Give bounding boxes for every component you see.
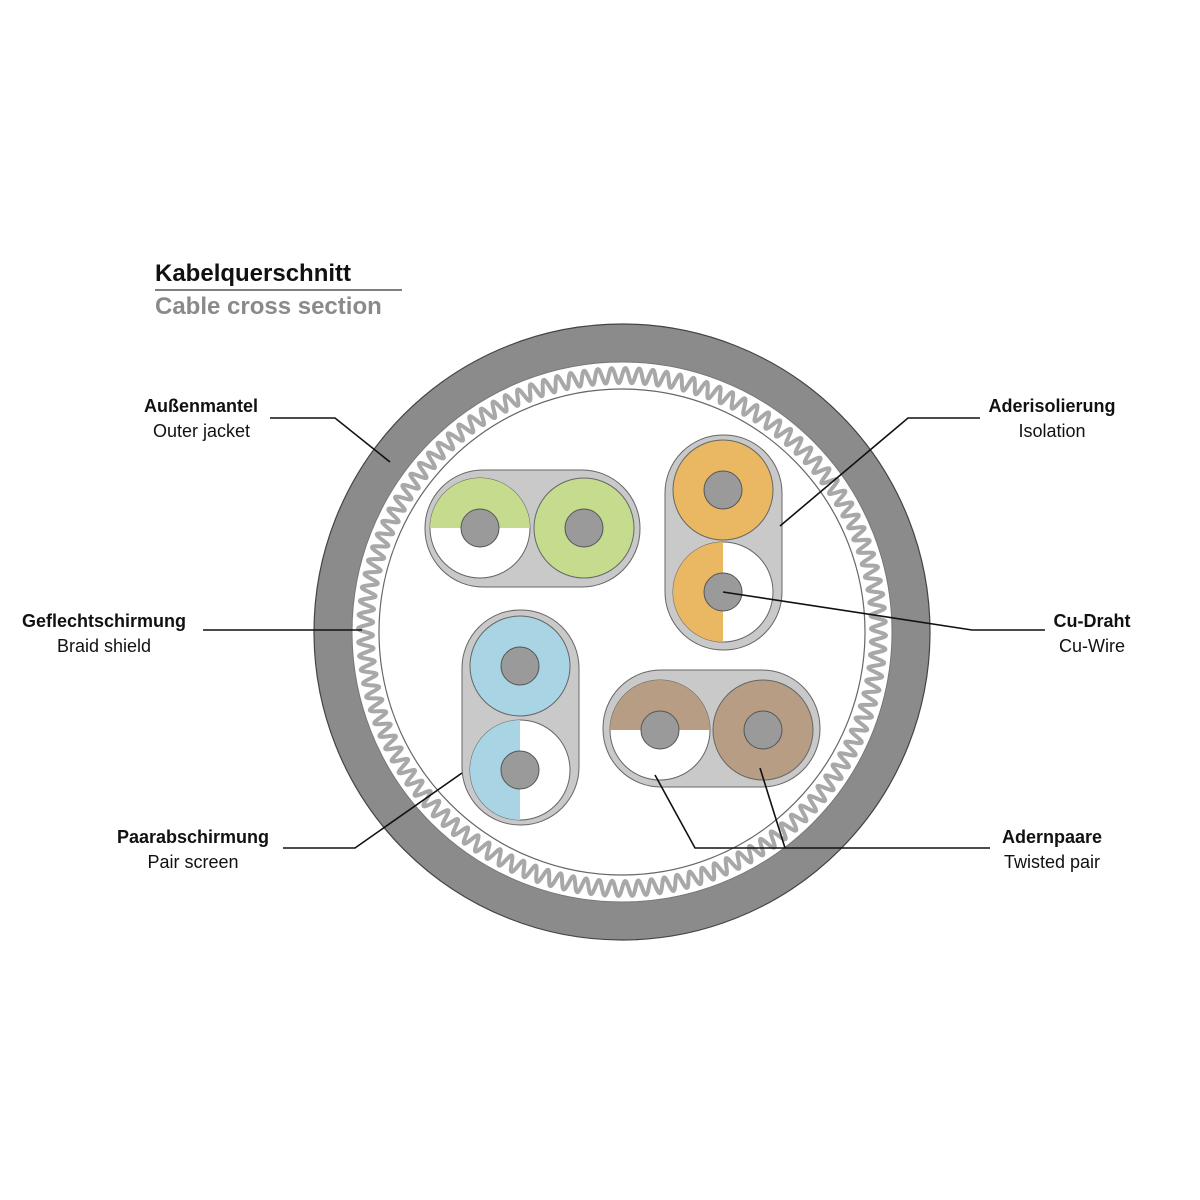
wire-brown-white [609, 679, 711, 781]
label-pair-screen: Paarabschirmung Pair screen [117, 827, 269, 872]
label-twisted-pair: Adernpaare Twisted pair [1002, 827, 1102, 872]
title-block: Kabelquerschnitt Cable cross section [155, 260, 402, 320]
label-braid-shield-de: Geflechtschirmung [22, 611, 186, 631]
wire-green [533, 477, 635, 579]
leader-twisted-pair-a [654, 774, 990, 849]
label-outer-jacket-en: Outer jacket [153, 421, 250, 441]
pair-brown [602, 669, 821, 788]
wire-blue-white [469, 719, 571, 821]
label-twisted-pair-en: Twisted pair [1004, 852, 1100, 872]
pair-green [424, 469, 641, 588]
wire-blue [469, 615, 571, 717]
cu-wire-conductor [500, 646, 540, 686]
stripe-blue [470, 720, 520, 820]
leader-cu-wire [722, 591, 1045, 631]
label-pair-screen-de: Paarabschirmung [117, 827, 269, 847]
stripe-green [430, 478, 530, 528]
label-pair-screen-en: Pair screen [147, 852, 238, 872]
label-twisted-pair-de: Adernpaare [1002, 827, 1102, 847]
label-braid-shield-en: Braid shield [57, 636, 151, 656]
pair-orange [664, 434, 783, 651]
label-outer-jacket: Außenmantel Outer jacket [144, 396, 258, 441]
cu-wire-conductor [743, 710, 783, 750]
leader-isolation [779, 417, 980, 527]
label-outer-jacket-de: Außenmantel [144, 396, 258, 416]
pair-blue [461, 609, 580, 826]
cu-wire-conductor [703, 470, 743, 510]
braid-shield [356, 366, 888, 898]
title-german: Kabelquerschnitt [155, 260, 351, 287]
leader-twisted-pair-b [759, 767, 786, 849]
leader-outer-jacket [270, 417, 391, 463]
stripe-orange [673, 542, 723, 642]
title-english: Cable cross section [155, 293, 382, 320]
leader-pair-screen [283, 772, 463, 849]
stripe-brown [610, 680, 710, 730]
label-braid-shield: Geflechtschirmung Braid shield [22, 611, 186, 656]
leader-lines [203, 417, 1045, 849]
label-isolation-de: Aderisolierung [988, 396, 1115, 416]
label-isolation-en: Isolation [1018, 421, 1085, 441]
cu-wire-conductor [640, 710, 680, 750]
label-isolation: Aderisolierung Isolation [988, 396, 1115, 441]
wire-green-white [429, 477, 531, 579]
wire-orange [672, 439, 774, 541]
cu-wire-conductor [564, 508, 604, 548]
core-boundary [378, 388, 866, 876]
wire-brown [712, 679, 814, 781]
cu-wire-conductor [460, 508, 500, 548]
label-cu-wire-en: Cu-Wire [1059, 636, 1125, 656]
label-cu-wire-de: Cu-Draht [1054, 611, 1131, 631]
label-cu-wire: Cu-Draht Cu-Wire [1054, 611, 1131, 656]
cu-wire-conductor [500, 750, 540, 790]
